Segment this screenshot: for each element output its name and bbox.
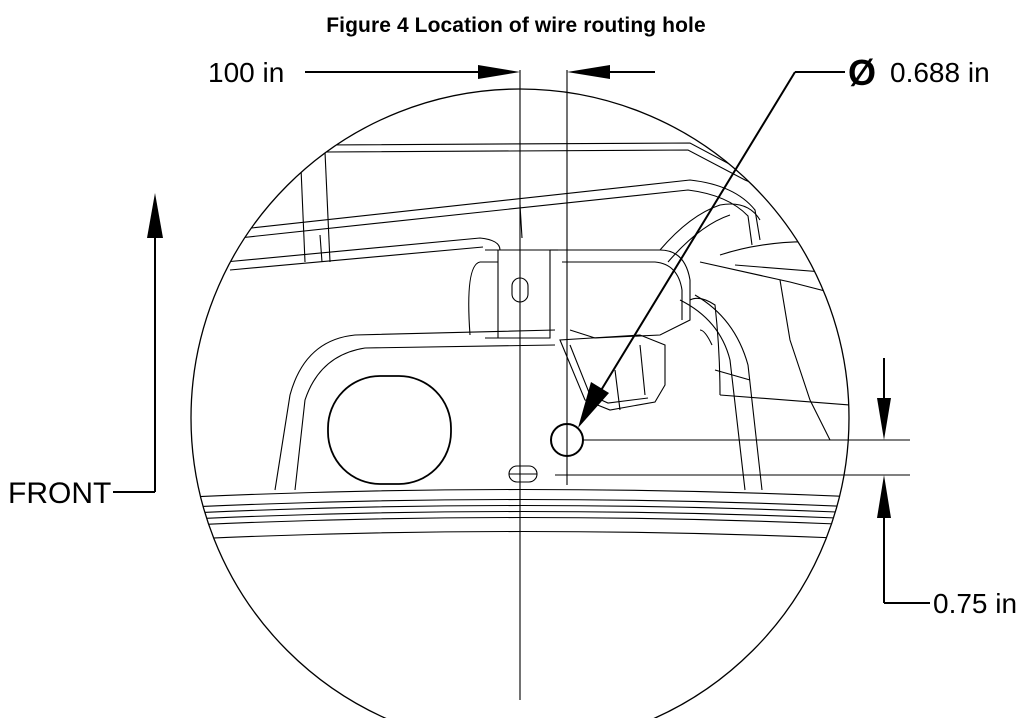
hole-diameter-label: 0.688 in [890,57,990,88]
figure-title: Figure 4 Location of wire routing hole [326,14,706,37]
front-label: FRONT [8,477,111,510]
wire-routing-hole [550,423,584,457]
vertical-offset-label: 0.75 in [933,588,1017,619]
part-geometry [191,142,849,540]
horizontal-offset-label: 100 in [208,57,284,88]
centerlines [519,70,910,700]
diameter-symbol: Ø [848,52,876,93]
vertical-dimension [877,358,930,604]
horizontal-dimension [305,65,655,79]
diameter-leader [578,71,845,428]
front-arrow [113,193,163,493]
